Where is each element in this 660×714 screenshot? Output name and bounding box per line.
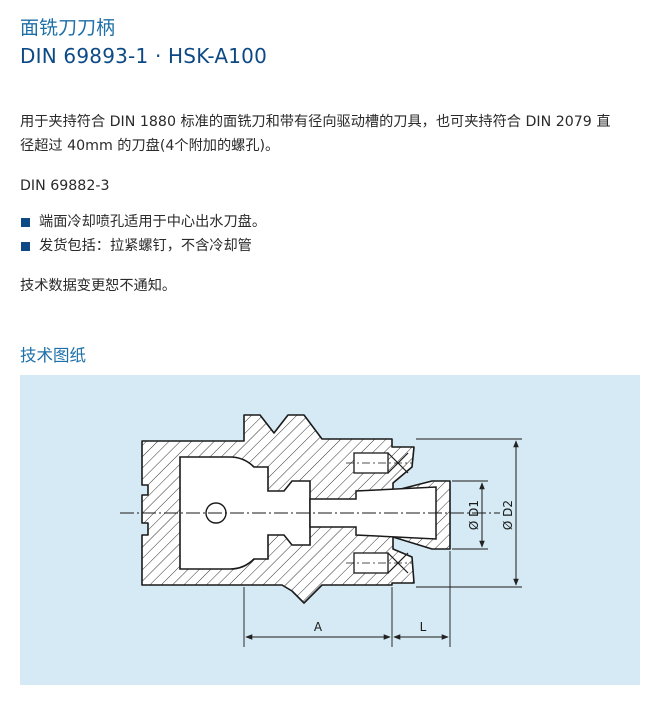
drawing-svg: A L Ø D1 Ø D2 [120, 414, 522, 647]
dimension-label-a: A [314, 620, 323, 634]
drawing-heading: 技术图纸 [20, 346, 86, 365]
hsk-cavity [179, 456, 311, 570]
page-title: 面铣刀刀柄 [20, 17, 116, 39]
feature-list: 端面冷却喷孔适用于中心出水刀盘。 发货包括：拉紧螺钉，不含冷却管 [20, 210, 640, 258]
dimension-label-d1: Ø D1 [467, 500, 481, 530]
dimension-label-l: L [420, 620, 427, 634]
list-item: 端面冷却喷孔适用于中心出水刀盘。 [20, 210, 640, 234]
dimension-label-d2: Ø D2 [501, 500, 515, 530]
change-notice: 技术数据变更恕不通知。 [20, 278, 177, 294]
standard-reference: DIN 69882-3 [20, 178, 110, 194]
feature-text: 发货包括：拉紧螺钉，不含冷却管 [39, 238, 252, 254]
bullet-square-icon [21, 241, 30, 251]
product-description: 用于夹持符合 DIN 1880 标准的面铣刀和带有径向驱动槽的刀具，也可夹持符合… [20, 114, 611, 154]
technical-drawing: A L Ø D1 Ø D2 [20, 375, 640, 685]
bullet-square-icon [21, 217, 30, 227]
list-item: 发货包括：拉紧螺钉，不含冷却管 [20, 234, 640, 258]
feature-text: 端面冷却喷孔适用于中心出水刀盘。 [39, 214, 267, 230]
page-subtitle: DIN 69893-1 · HSK-A100 [20, 44, 268, 68]
